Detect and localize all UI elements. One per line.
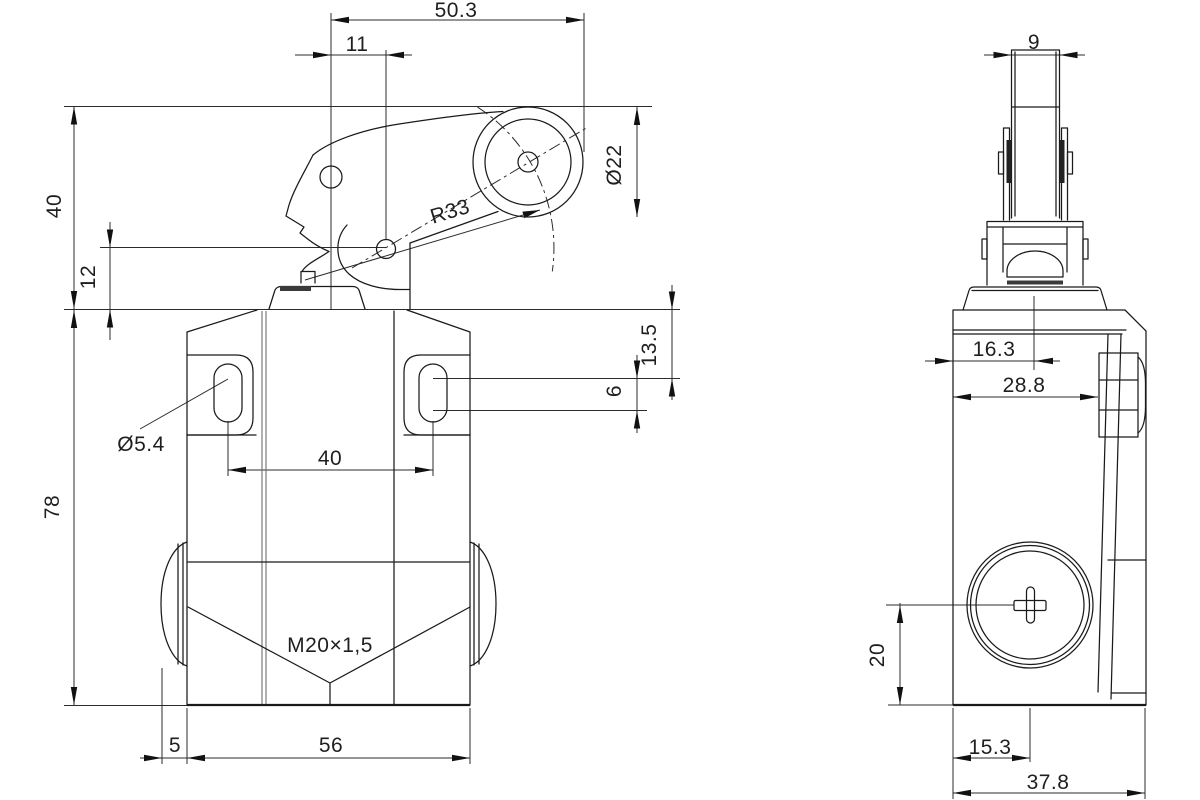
roller-pin-left <box>1006 140 1011 183</box>
hub-tab-left <box>981 238 988 260</box>
side-head-parting <box>952 329 1127 335</box>
roller-outer <box>472 106 584 218</box>
hub-tab-right <box>1082 238 1089 260</box>
pivot-hole <box>375 238 397 260</box>
plunger-cap <box>268 285 366 310</box>
side-fork-arms <box>1002 127 1069 221</box>
screw-slot-horizontal <box>1013 599 1047 612</box>
mount-slot-left <box>213 363 243 423</box>
dim-roller-width: 9 <box>1028 31 1040 54</box>
front-body-outline <box>186 309 471 706</box>
dim-body-width: 56 <box>319 734 343 757</box>
head-clamp-block <box>1098 352 1139 438</box>
side-roller <box>1010 49 1061 219</box>
dim-roller-dia: Ø22 <box>603 144 626 185</box>
fork-tab-left <box>997 151 1005 175</box>
lever-bottom-edge <box>409 210 499 244</box>
side-body-outline <box>952 309 1147 706</box>
mount-ear-right <box>403 354 471 436</box>
side-edge-lines <box>1097 333 1147 700</box>
mount-slot-right <box>418 363 448 423</box>
dim-cover-screw-height: 20 <box>866 643 889 667</box>
dim-hole-spacing: 40 <box>318 447 342 470</box>
dim-screw-offset: 15.3 <box>969 736 1012 759</box>
cover-screw-mid <box>969 544 1091 666</box>
dim-plug-width: 5 <box>169 734 181 757</box>
lever-front-profile <box>285 154 330 253</box>
plunger-dome <box>1006 250 1064 278</box>
dim-pivot-offset: 11 <box>346 33 369 56</box>
side-view <box>952 49 1147 707</box>
dim-lever-span: 50.3 <box>435 0 478 22</box>
dimension-arrows <box>70 16 1145 797</box>
dimension-lines <box>64 13 1146 799</box>
lever-hub <box>986 220 1084 286</box>
roller-pin-right <box>1060 140 1065 183</box>
fork-tab-right <box>1066 151 1074 175</box>
screw-slot-vertical <box>1025 586 1036 624</box>
cover-screw-outer <box>966 541 1094 669</box>
side-plunger-cap <box>962 286 1108 311</box>
plunger-pin <box>300 270 316 284</box>
head-clamp-bulge <box>1137 356 1147 434</box>
lever-foot-curve <box>301 250 330 273</box>
lever-pivot-boss <box>337 224 411 310</box>
roller-axle-hole <box>517 151 539 173</box>
dim-lever-height: 40 <box>43 194 66 218</box>
cover-screw-inner <box>975 550 1085 660</box>
dimension-labels: 50.3 11 40 12 78 Ø5.4 40 Ø22 R33 13.5 6 … <box>41 0 1069 794</box>
side-plug-left <box>160 541 188 667</box>
dim-slot-offset: 13.5 <box>638 324 661 367</box>
side-plug-right <box>469 541 497 667</box>
mount-ear-left <box>186 354 254 436</box>
dim-conduit-thread: M20×1,5 <box>287 634 373 657</box>
dim-mounting-hole: Ø5.4 <box>117 433 165 456</box>
lever-hole <box>319 165 343 189</box>
roller-hub <box>484 118 572 206</box>
r33-leader-arrow <box>522 210 540 219</box>
front-view <box>160 106 584 707</box>
r33-arc-centerline <box>477 106 555 272</box>
dim-center-offset: 16.3 <box>973 338 1016 361</box>
dim-body-height: 78 <box>41 495 64 519</box>
dim-pretravel: 12 <box>77 265 100 289</box>
lever-top-edge <box>312 110 504 156</box>
dim-slot-travel: 6 <box>603 385 626 397</box>
front-face-edge-left <box>261 311 267 704</box>
dim-body-depth: 37.8 <box>1027 771 1070 794</box>
conduit-entry-lines <box>187 606 471 706</box>
dim-head-width: 28.8 <box>1003 374 1046 397</box>
